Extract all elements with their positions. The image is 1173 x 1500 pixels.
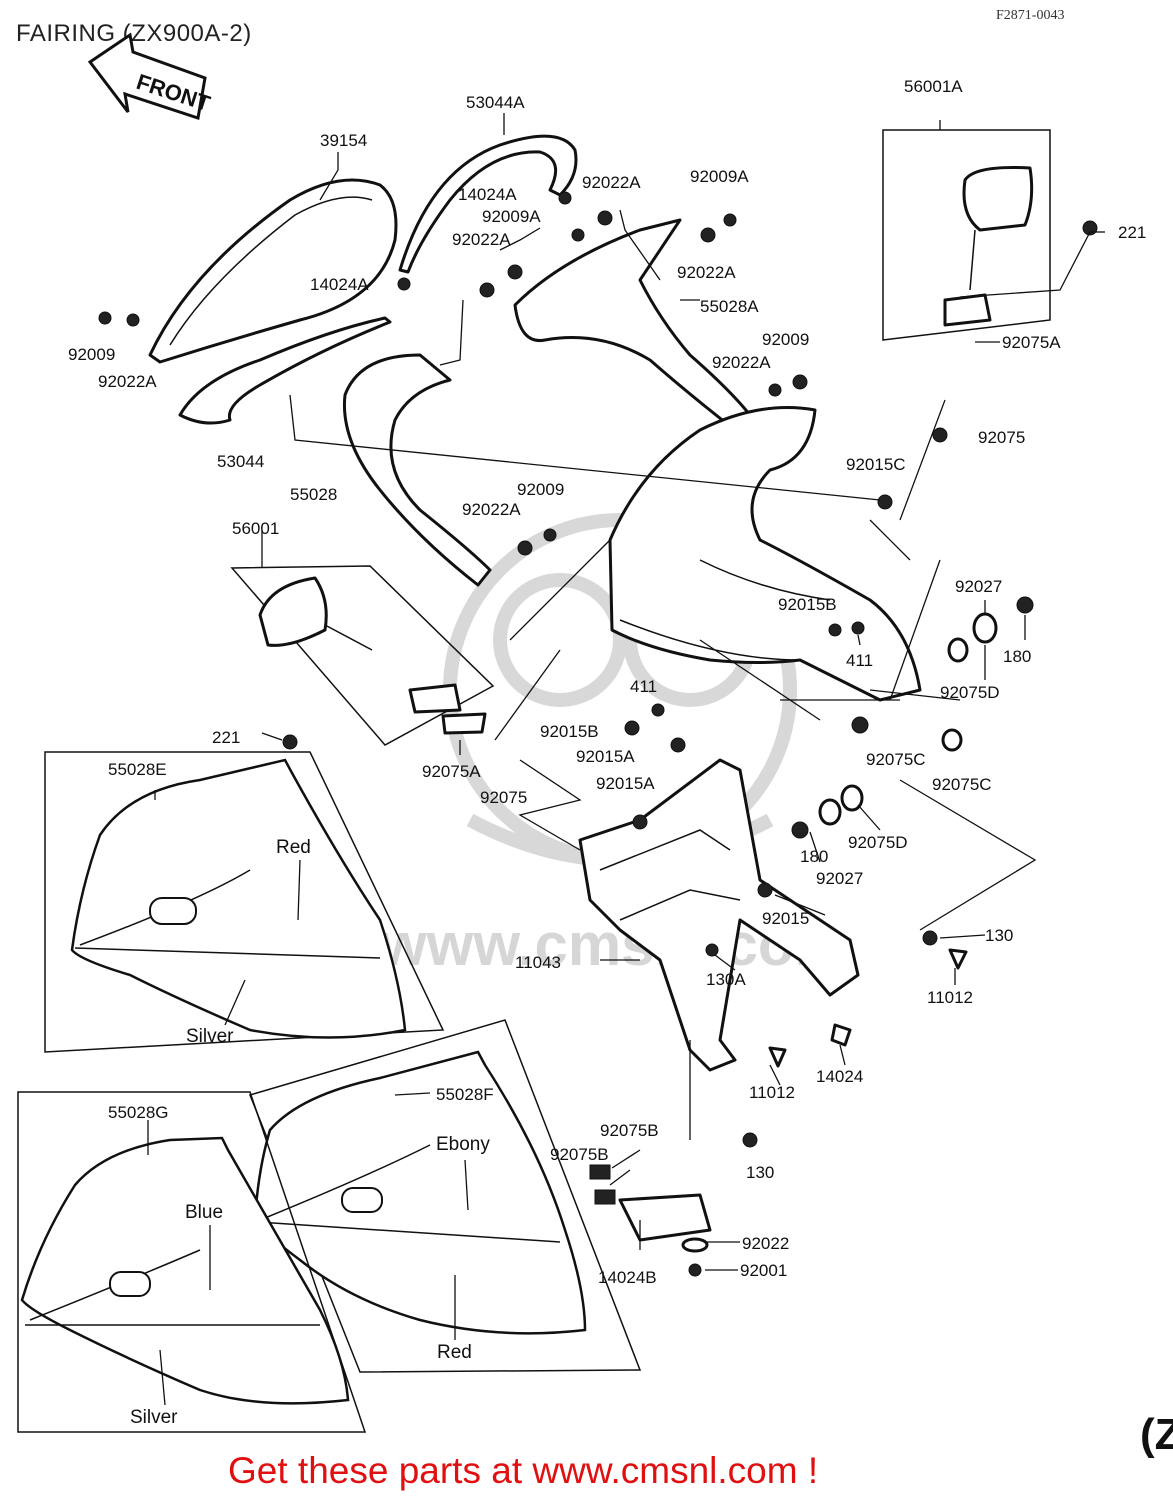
label-411: 411 <box>846 651 873 670</box>
label-55028G: 55028G <box>108 1103 169 1122</box>
side-panel-55028E <box>44 751 445 1053</box>
label-14024B: 14024B <box>598 1268 657 1287</box>
label-92022A: 92022A <box>712 353 771 372</box>
label-92022A: 92022A <box>98 372 157 391</box>
leader-lines <box>147 113 1105 1406</box>
label-11043: 11043 <box>515 953 561 972</box>
hardware-small-parts <box>282 210 1098 1277</box>
label-53044A: 53044A <box>466 93 525 112</box>
corner-mark: (Z <box>1140 1410 1173 1459</box>
label-180: 180 <box>1003 647 1031 666</box>
label-14024A: 14024A <box>310 275 369 294</box>
label-92015C: 92015C <box>846 455 906 474</box>
front-arrow-icon: FRONT <box>87 32 214 120</box>
label-11012: 11012 <box>749 1083 795 1102</box>
upper-cowl <box>608 406 922 702</box>
color-label-red: Red <box>437 1342 472 1363</box>
label-92075B: 92075B <box>600 1121 659 1140</box>
label-92075A: 92075A <box>422 762 481 781</box>
mirror-left-box <box>230 565 495 746</box>
label-221: 221 <box>1118 223 1146 242</box>
fairing-stay-frame <box>578 758 860 1072</box>
label-55028E: 55028E <box>108 760 167 779</box>
reference-code: F2871-0043 <box>996 8 1065 23</box>
label-92022A: 92022A <box>452 230 511 249</box>
label-11012: 11012 <box>927 988 973 1007</box>
panel-color-labels: Red Silver Ebony Blue Red Silver <box>130 837 490 1428</box>
footer-promo-link[interactable]: Get these parts at www.cmsnl.com ! <box>228 1450 819 1491</box>
label-92075: 92075 <box>978 428 1025 447</box>
label-92001: 92001 <box>740 1261 787 1280</box>
label-92075A: 92075A <box>1002 333 1061 352</box>
label-14024A: 14024A <box>458 185 517 204</box>
label-14024: 14024 <box>816 1067 863 1086</box>
label-92015B: 92015B <box>778 595 837 614</box>
color-label-red: Red <box>276 837 311 858</box>
label-130A: 130A <box>706 970 746 989</box>
color-label-ebony: Ebony <box>436 1134 490 1155</box>
label-92075C: 92075C <box>932 775 992 794</box>
label-130: 130 <box>746 1163 774 1182</box>
label-92075: 92075 <box>480 788 527 807</box>
mirror-right-box <box>882 129 1051 341</box>
label-92022A: 92022A <box>582 173 641 192</box>
label-180: 180 <box>800 847 828 866</box>
color-label-silver: Silver <box>130 1407 178 1428</box>
label-92015A: 92015A <box>576 747 635 766</box>
page-title: FAIRING (ZX900A-2) <box>16 20 252 47</box>
label-92009: 92009 <box>68 345 115 364</box>
windshield-trim-upper <box>398 134 578 274</box>
air-duct-left <box>342 353 492 587</box>
label-92027: 92027 <box>816 869 863 888</box>
label-92009A: 92009A <box>482 207 541 226</box>
label-130: 130 <box>985 926 1013 945</box>
label-56001: 56001 <box>232 519 279 538</box>
label-92009: 92009 <box>517 480 564 499</box>
label-56001A: 56001A <box>904 77 963 96</box>
label-92075B: 92075B <box>550 1145 609 1164</box>
label-92075D: 92075D <box>848 833 908 852</box>
label-92009: 92009 <box>762 330 809 349</box>
label-92075D: 92075D <box>940 683 1000 702</box>
windshield <box>98 178 398 364</box>
label-92075C: 92075C <box>866 750 926 769</box>
label-39154: 39154 <box>320 131 367 150</box>
label-92009A: 92009A <box>690 167 749 186</box>
air-duct-right <box>513 218 752 432</box>
label-92022A: 92022A <box>462 500 521 519</box>
label-55028A: 55028A <box>700 297 759 316</box>
label-92015A: 92015A <box>596 774 655 793</box>
label-92022: 92022 <box>742 1234 789 1253</box>
color-label-blue: Blue <box>185 1202 223 1223</box>
label-92015: 92015 <box>762 909 809 928</box>
part-number-labels: 53044A 39154 56001A 14024A 92022A 92009A… <box>68 77 1146 1287</box>
color-label-silver: Silver <box>186 1026 234 1047</box>
windshield-trim-lower <box>178 316 392 425</box>
label-221: 221 <box>212 728 240 747</box>
label-92022A: 92022A <box>677 263 736 282</box>
label-53044: 53044 <box>217 452 264 471</box>
label-55028F: 55028F <box>436 1085 494 1104</box>
label-411: 411 <box>630 677 657 696</box>
label-92015B: 92015B <box>540 722 599 741</box>
side-panel-55028G <box>17 1091 367 1433</box>
label-92027: 92027 <box>955 577 1002 596</box>
label-55028: 55028 <box>290 485 337 504</box>
